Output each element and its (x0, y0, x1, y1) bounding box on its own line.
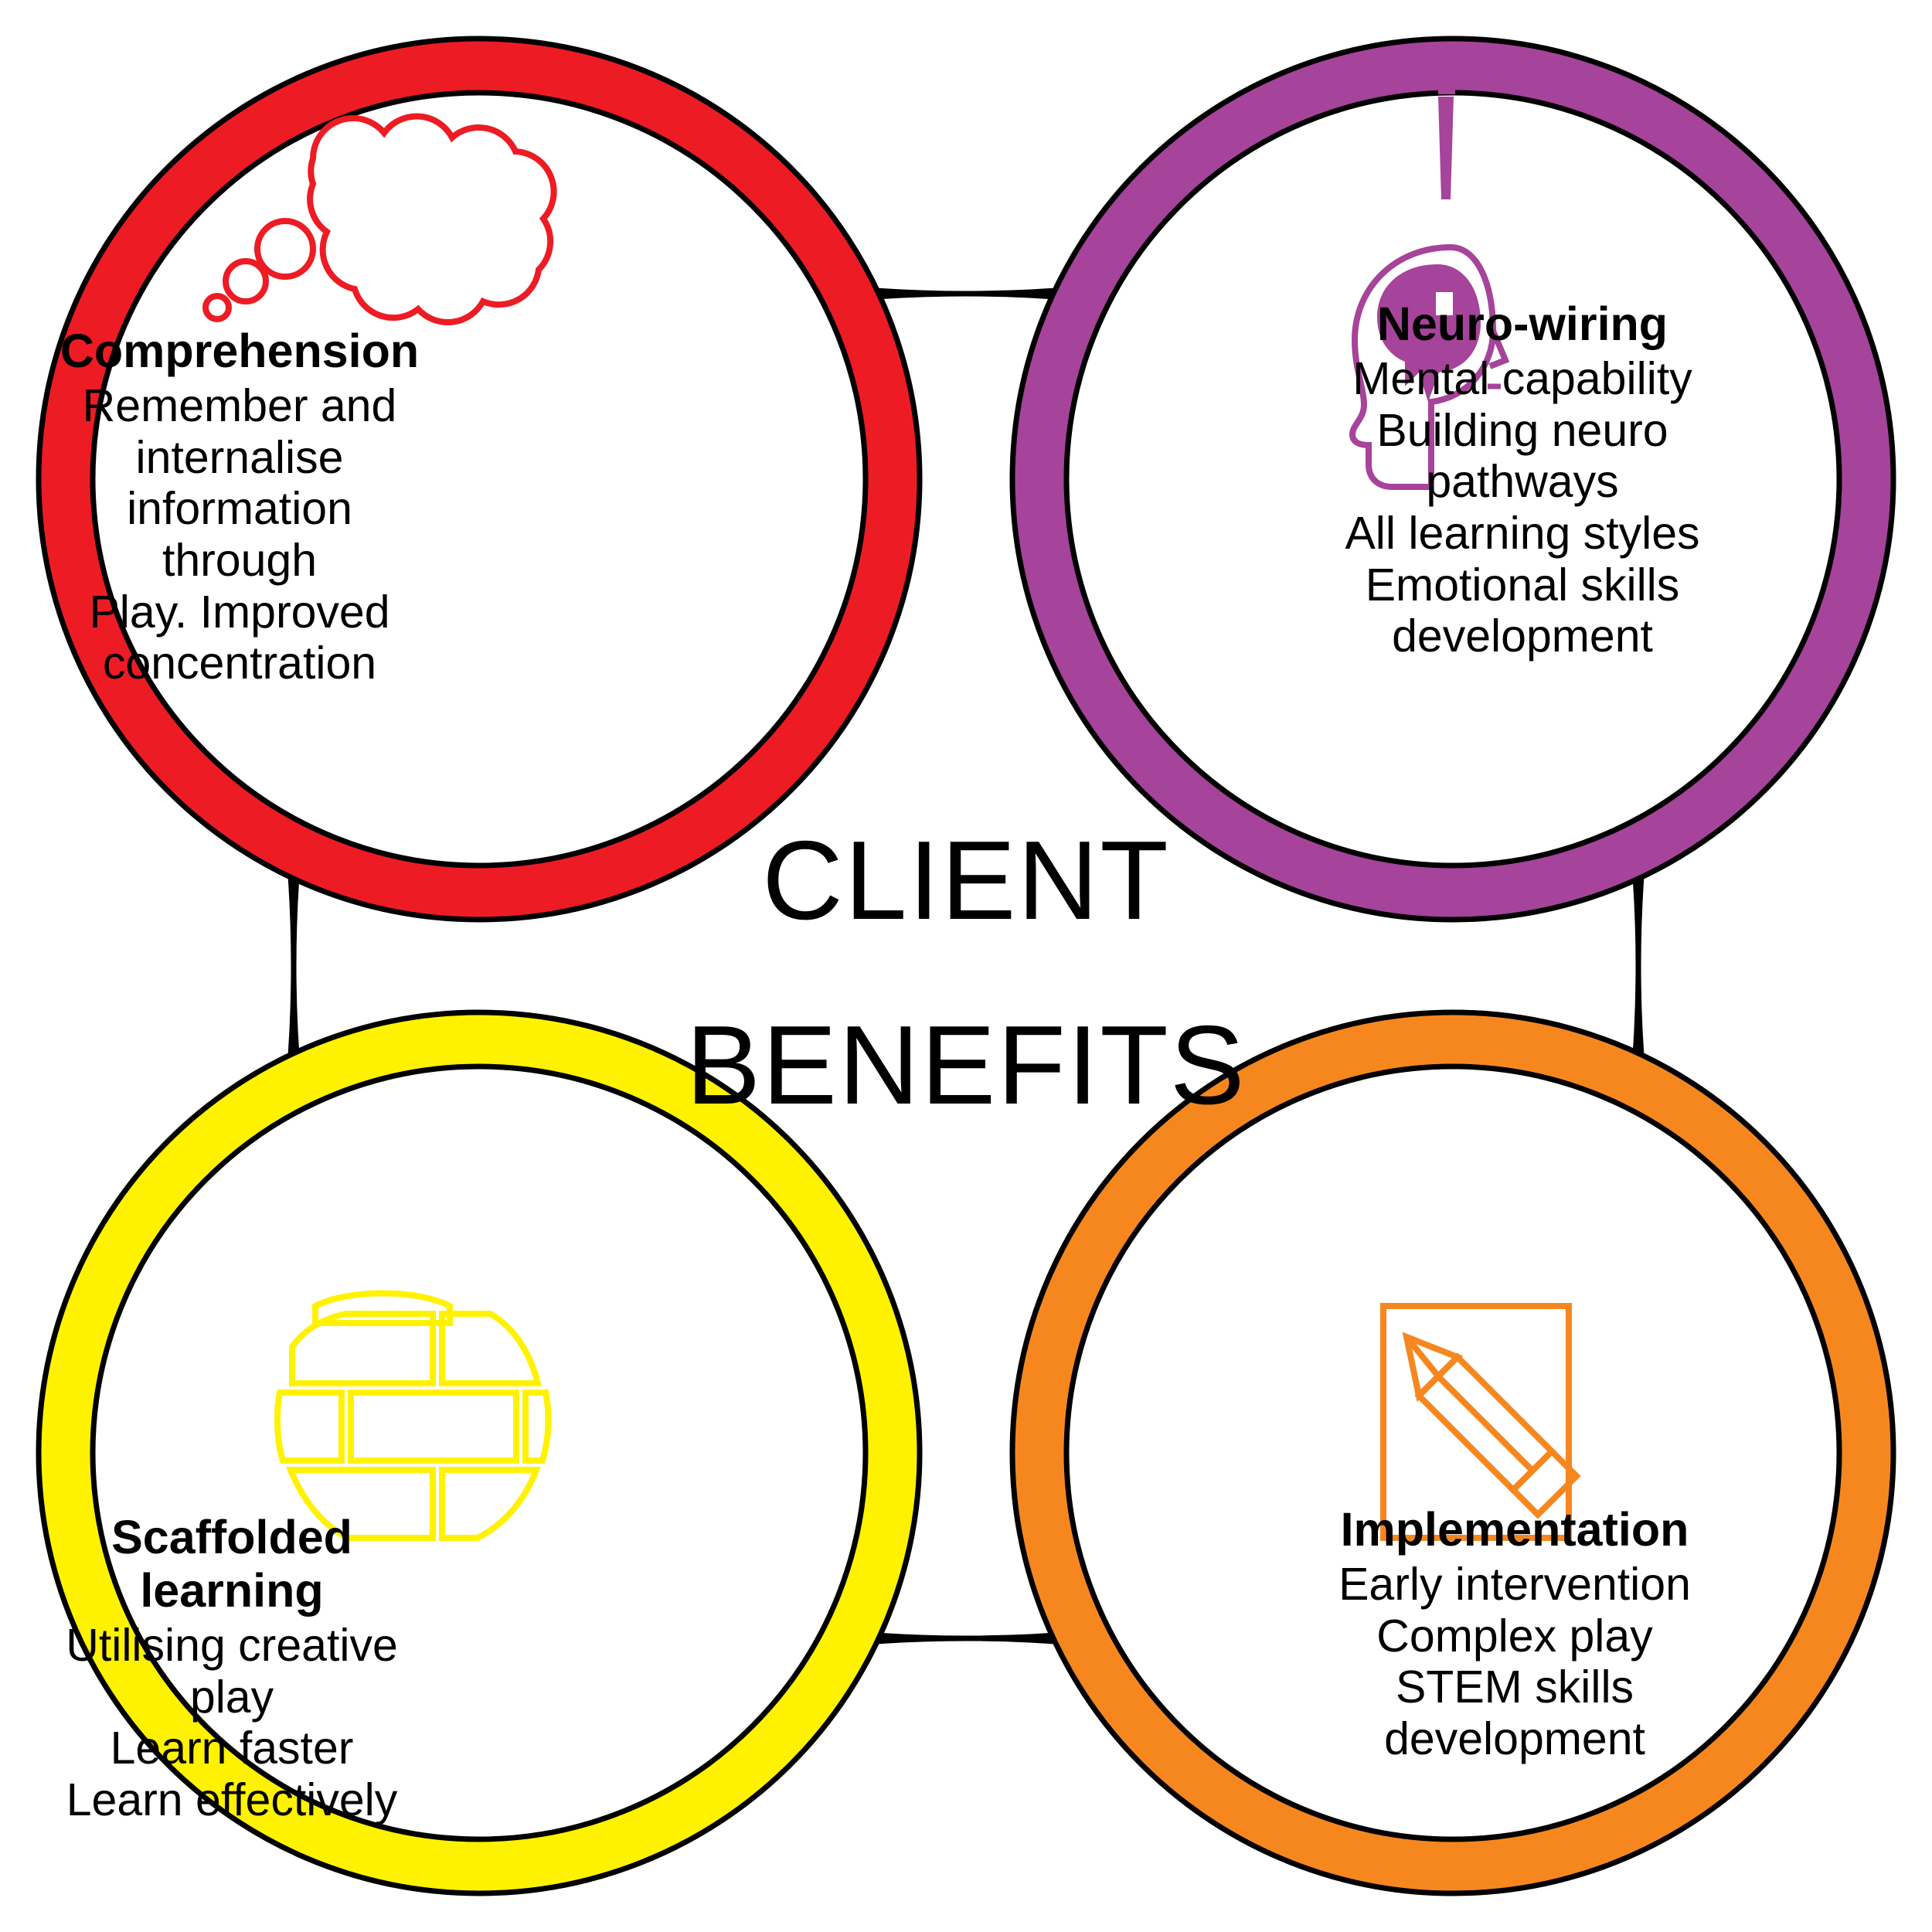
head-brain-idea-icon (1349, 77, 1510, 490)
node-ring-scaffolded-learning[interactable] (36, 1009, 923, 1896)
pencil-paper-icon (1380, 1303, 1581, 1541)
brick-wall-sphere-icon (274, 1290, 552, 1541)
node-ring-implementation[interactable] (1009, 1009, 1896, 1896)
thought-bubble-icon (202, 113, 557, 325)
node-ring-neuro-wiring[interactable] (1009, 36, 1896, 923)
node-ring-comprehension[interactable] (36, 36, 923, 923)
